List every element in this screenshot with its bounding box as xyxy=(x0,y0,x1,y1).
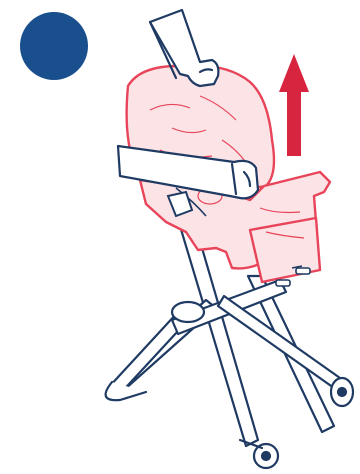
arrow-up-icon xyxy=(279,54,309,156)
